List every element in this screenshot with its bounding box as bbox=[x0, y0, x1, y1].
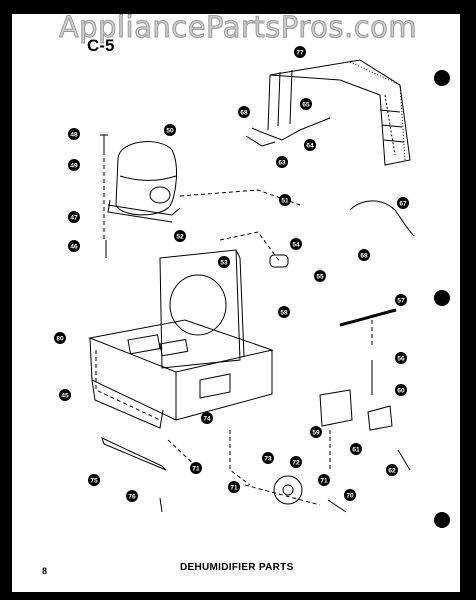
callout-label: 68 bbox=[240, 110, 248, 117]
callout-71a: 71 bbox=[190, 462, 202, 474]
drain-trough bbox=[101, 437, 167, 471]
capillary-tube bbox=[349, 200, 415, 237]
callout-62: 62 bbox=[386, 464, 398, 476]
callout-label: 62 bbox=[388, 468, 396, 475]
callout-65: 65 bbox=[300, 98, 312, 110]
callout-52: 52 bbox=[174, 230, 186, 242]
callout-label: 52 bbox=[176, 234, 184, 241]
callout-label: 72 bbox=[292, 460, 300, 467]
callout-label: 65 bbox=[302, 102, 310, 109]
diagram-caption: DEHUMIDIFIER PARTS bbox=[180, 562, 294, 573]
callout-label: 61 bbox=[352, 447, 360, 454]
callout-label: 48 bbox=[70, 132, 78, 139]
coil-assembly bbox=[245, 59, 411, 166]
callout-55: 55 bbox=[314, 270, 326, 282]
callout-label: 54 bbox=[292, 242, 300, 249]
section-code: C-5 bbox=[87, 36, 115, 55]
callout-label: 58 bbox=[280, 310, 288, 317]
callout-label: 56 bbox=[397, 356, 405, 363]
callout-68: 68 bbox=[238, 106, 250, 118]
callout-label: 55 bbox=[316, 274, 324, 281]
gasket-strip bbox=[339, 308, 397, 327]
callout-label: 71 bbox=[320, 478, 328, 485]
callout-label: 50 bbox=[166, 128, 174, 135]
callout-57: 57 bbox=[395, 294, 407, 306]
callout-56: 56 bbox=[395, 352, 407, 364]
callout-70: 70 bbox=[344, 489, 356, 501]
callout-label: 74 bbox=[203, 416, 211, 423]
callout-71c: 71 bbox=[318, 474, 330, 486]
callout-49: 49 bbox=[68, 159, 80, 171]
callout-75: 75 bbox=[88, 474, 100, 486]
callout-label: 47 bbox=[70, 215, 78, 222]
callout-label: 51 bbox=[281, 198, 289, 205]
callout-label: 57 bbox=[397, 298, 405, 305]
callout-73: 73 bbox=[262, 452, 274, 464]
callout-80: 80 bbox=[54, 332, 66, 344]
callout-72: 72 bbox=[290, 456, 302, 468]
callout-label: 60 bbox=[397, 388, 405, 395]
callout-label: 70 bbox=[346, 493, 354, 500]
page-number: 8 bbox=[42, 566, 48, 576]
callout-59: 59 bbox=[310, 426, 322, 438]
callout-67: 67 bbox=[397, 197, 409, 209]
callout-51: 51 bbox=[279, 194, 291, 206]
callout-64: 64 bbox=[304, 139, 316, 151]
callout-label: 49 bbox=[70, 163, 78, 170]
callout-label: 75 bbox=[90, 478, 98, 485]
callout-71b: 71 bbox=[228, 481, 240, 493]
callout-label: 77 bbox=[296, 50, 304, 57]
clip bbox=[269, 254, 289, 268]
callout-label: 80 bbox=[56, 336, 64, 343]
binder-hole-2 bbox=[434, 290, 450, 306]
hinge-block bbox=[367, 405, 393, 431]
callout-label: 63 bbox=[278, 160, 286, 167]
callout-45: 45 bbox=[59, 389, 71, 401]
fan-shroud bbox=[159, 249, 245, 369]
callout-54: 54 bbox=[290, 238, 302, 250]
callout-46: 46 bbox=[68, 240, 80, 252]
callout-50: 50 bbox=[164, 124, 176, 136]
callout-66: 66 bbox=[302, 93, 310, 100]
binder-hole-3 bbox=[434, 512, 450, 528]
part-callouts: 77 65 68 66 63 64 48 50 49 47 51 67 52 5… bbox=[54, 46, 409, 502]
binder-hole-1 bbox=[434, 70, 450, 86]
callout-58: 58 bbox=[278, 306, 290, 318]
callout-label: 64 bbox=[306, 143, 314, 150]
callout-label: 53 bbox=[220, 260, 228, 267]
callout-label: 59 bbox=[312, 430, 320, 437]
callout-label: 45 bbox=[61, 393, 69, 400]
callout-61: 61 bbox=[350, 443, 362, 455]
callout-label: 76 bbox=[128, 494, 136, 501]
callout-label: 73 bbox=[264, 456, 272, 463]
callout-76: 76 bbox=[126, 490, 138, 502]
callout-68b: 68 bbox=[358, 249, 370, 261]
callout-63: 63 bbox=[276, 156, 288, 168]
callout-label: 71 bbox=[230, 485, 238, 492]
callout-label: 67 bbox=[399, 201, 407, 208]
callout-53: 53 bbox=[218, 256, 230, 268]
callout-label: 46 bbox=[70, 244, 78, 251]
callout-47: 47 bbox=[68, 211, 80, 223]
bracket bbox=[319, 389, 353, 427]
watermark: AppliancePartsPros.com bbox=[58, 10, 418, 45]
callout-77: 77 bbox=[294, 46, 306, 58]
callout-74: 74 bbox=[201, 412, 213, 424]
callout-60: 60 bbox=[395, 384, 407, 396]
compressor bbox=[107, 141, 181, 223]
callout-48: 48 bbox=[68, 128, 80, 140]
callout-label: 68 bbox=[360, 253, 368, 260]
base-plate bbox=[88, 319, 274, 429]
callout-label: 71 bbox=[192, 466, 200, 473]
pulley-wheel bbox=[273, 475, 303, 505]
